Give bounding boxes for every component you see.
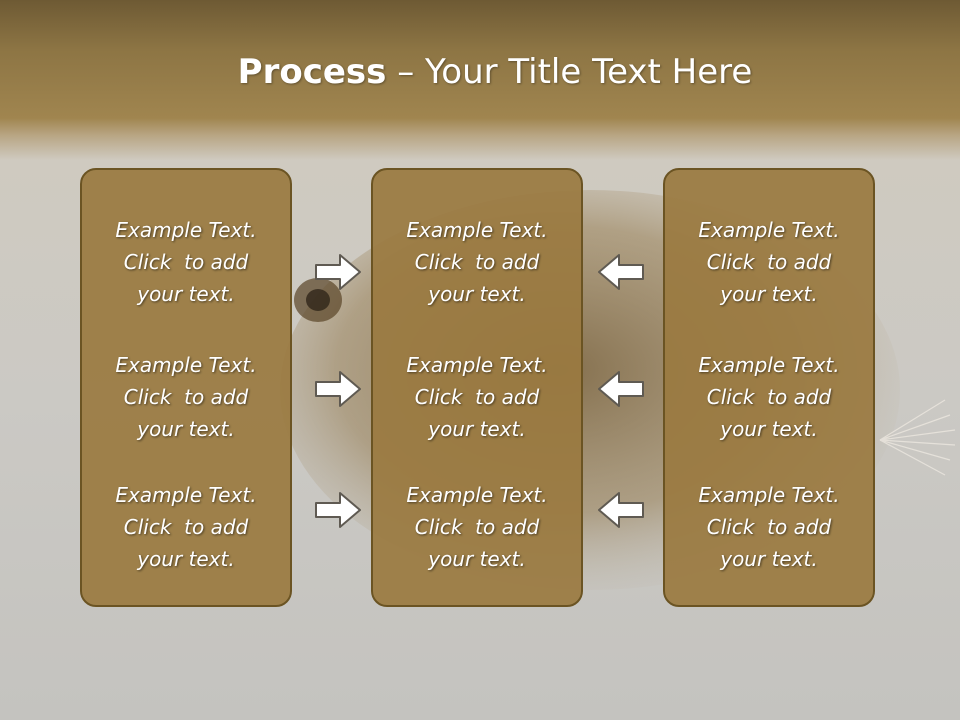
text-line: your text.	[137, 547, 235, 571]
arrow-left-icon[interactable]	[597, 252, 645, 292]
text-line: Click to add	[123, 250, 249, 274]
text-line: your text.	[428, 282, 526, 306]
text-block[interactable]: Example Text. Click to add your text.	[82, 479, 290, 575]
text-line: Example Text.	[115, 218, 257, 242]
left-panel[interactable]: Example Text. Click to add your text. Ex…	[80, 168, 292, 607]
text-line: Example Text.	[115, 353, 257, 377]
arrow-right-icon[interactable]	[314, 490, 362, 530]
text-line: your text.	[428, 417, 526, 441]
text-line: your text.	[137, 282, 235, 306]
text-line: Click to add	[123, 385, 249, 409]
text-block[interactable]: Example Text. Click to add your text.	[665, 479, 873, 575]
text-line: your text.	[720, 417, 818, 441]
text-line: Example Text.	[115, 483, 257, 507]
arrow-right-icon[interactable]	[314, 369, 362, 409]
text-line: your text.	[428, 547, 526, 571]
text-line: Example Text.	[698, 218, 840, 242]
text-line: Example Text.	[406, 353, 548, 377]
title-dash: –	[386, 52, 426, 92]
text-line: Click to add	[706, 515, 832, 539]
text-line: Click to add	[123, 515, 249, 539]
text-line: Click to add	[706, 250, 832, 274]
text-line: Click to add	[414, 385, 540, 409]
text-line: Click to add	[414, 250, 540, 274]
text-line: Example Text.	[698, 353, 840, 377]
text-line: Example Text.	[698, 483, 840, 507]
text-block[interactable]: Example Text. Click to add your text.	[665, 349, 873, 445]
text-line: Click to add	[706, 385, 832, 409]
arrow-right-icon[interactable]	[314, 252, 362, 292]
center-panel[interactable]: Example Text. Click to add your text. Ex…	[371, 168, 583, 607]
slide-title[interactable]: Process – Your Title Text Here	[0, 52, 960, 92]
arrow-left-icon[interactable]	[597, 490, 645, 530]
text-block[interactable]: Example Text. Click to add your text.	[665, 214, 873, 310]
text-line: your text.	[137, 417, 235, 441]
right-panel[interactable]: Example Text. Click to add your text. Ex…	[663, 168, 875, 607]
text-block[interactable]: Example Text. Click to add your text.	[82, 214, 290, 310]
title-bold: Process	[237, 52, 387, 92]
text-line: Click to add	[414, 515, 540, 539]
text-block[interactable]: Example Text. Click to add your text.	[373, 479, 581, 575]
text-line: your text.	[720, 547, 818, 571]
text-line: Example Text.	[406, 483, 548, 507]
arrow-left-icon[interactable]	[597, 369, 645, 409]
text-block[interactable]: Example Text. Click to add your text.	[373, 349, 581, 445]
text-line: Example Text.	[406, 218, 548, 242]
text-line: your text.	[720, 282, 818, 306]
text-block[interactable]: Example Text. Click to add your text.	[82, 349, 290, 445]
text-block[interactable]: Example Text. Click to add your text.	[373, 214, 581, 310]
title-rest: Your Title Text Here	[425, 52, 753, 92]
